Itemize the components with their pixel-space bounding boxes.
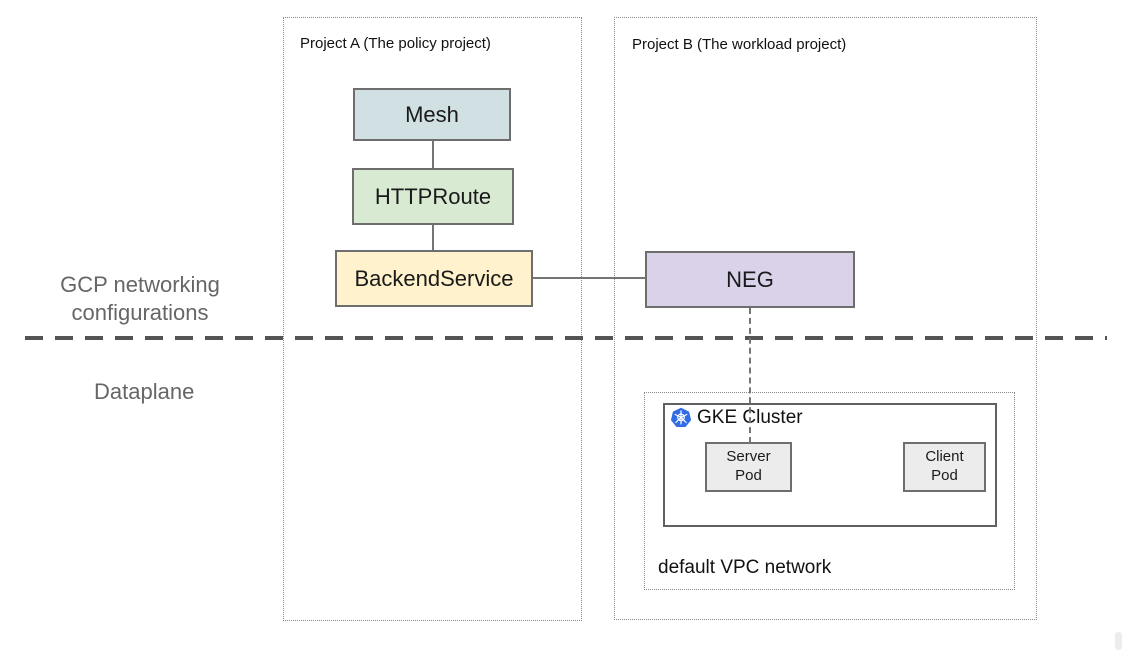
project-b-container: Project B (The workload project): [614, 17, 1037, 620]
neg-node: NEG: [645, 251, 855, 308]
connector-backendservice-neg: [533, 277, 645, 279]
plane-separator-dashed-line: [25, 336, 1107, 340]
scrollbar-fragment[interactable]: [1115, 632, 1122, 650]
project-a-container: Project A (The policy project): [283, 17, 582, 621]
project-b-label: Project B (The workload project): [632, 36, 847, 53]
backend-service-node: BackendService: [335, 250, 533, 307]
connector-mesh-httproute: [432, 141, 434, 169]
dataplane-label: Dataplane: [94, 379, 195, 404]
mesh-node: Mesh: [353, 88, 511, 141]
connector-httproute-backendservice: [432, 224, 434, 251]
server-pod-node: Server Pod: [705, 442, 792, 492]
default-vpc-network-container: default VPC network: [644, 392, 1015, 590]
gcp-networking-configurations-label: GCP networking configurations: [60, 272, 220, 326]
connector-neg-cluster-dashed: [749, 308, 751, 443]
httproute-node: HTTPRoute: [352, 168, 514, 225]
kubernetes-icon: [670, 407, 692, 427]
gke-cluster-header: GKE Cluster: [670, 407, 803, 429]
client-pod-node: Client Pod: [903, 442, 986, 492]
project-a-label: Project A (The policy project): [300, 35, 491, 52]
default-vpc-network-label: default VPC network: [658, 557, 832, 578]
